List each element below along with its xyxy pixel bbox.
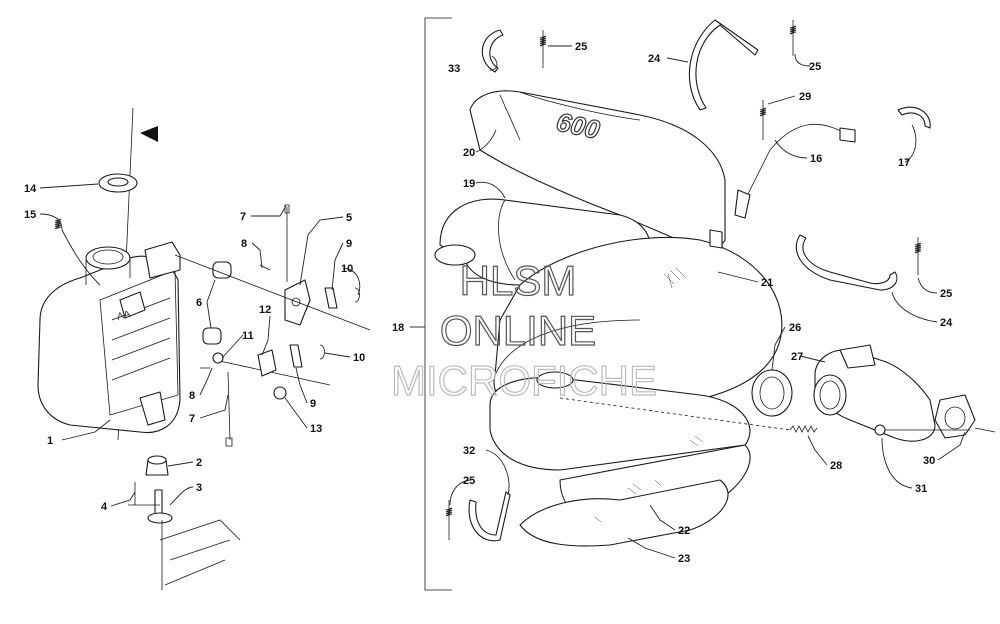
pipe-section-upper bbox=[469, 90, 726, 249]
callout-26: 26 bbox=[789, 322, 801, 334]
callout-7a: 7 bbox=[240, 211, 246, 223]
callout-24a: 24 bbox=[648, 53, 661, 65]
callout-20: 20 bbox=[463, 147, 475, 159]
callout-13: 13 bbox=[310, 423, 322, 435]
callout-25c: 25 bbox=[940, 288, 952, 300]
callout-9a: 9 bbox=[346, 238, 352, 250]
callout-9b: 9 bbox=[310, 398, 316, 410]
callout-16: 16 bbox=[810, 153, 822, 165]
heat-shield-23 bbox=[519, 479, 729, 547]
callout-17: 17 bbox=[898, 157, 910, 169]
callout-25a: 25 bbox=[575, 41, 587, 53]
callout-23: 23 bbox=[678, 553, 690, 565]
callout-15: 15 bbox=[24, 209, 36, 221]
callout-30: 30 bbox=[923, 455, 935, 467]
callout-32: 32 bbox=[463, 445, 475, 457]
callout-10b: 10 bbox=[353, 352, 365, 364]
callout-29: 29 bbox=[799, 91, 811, 103]
watermark-line-2: ONLINE bbox=[440, 307, 596, 354]
muffler-group: AA bbox=[37, 107, 371, 590]
muffler-body bbox=[37, 255, 181, 434]
leader-lines bbox=[39, 45, 966, 559]
callout-8b: 8 bbox=[189, 390, 195, 402]
callout-6: 6 bbox=[196, 297, 202, 309]
callout-3: 3 bbox=[196, 482, 202, 494]
watermark-line-3: MICROFICHE bbox=[391, 357, 657, 404]
callout-33: 33 bbox=[448, 63, 460, 75]
callout-24b: 24 bbox=[940, 317, 953, 329]
watermark: HLSM ONLINE MICROFICHE bbox=[390, 256, 657, 404]
pipe-section-lower bbox=[489, 376, 751, 471]
callout-5: 5 bbox=[346, 212, 352, 224]
callout-14: 14 bbox=[24, 183, 37, 195]
callout-12: 12 bbox=[259, 304, 271, 316]
svg-text:AA: AA bbox=[116, 309, 132, 323]
callout-4: 4 bbox=[101, 501, 108, 513]
callout-31: 31 bbox=[915, 483, 927, 495]
callout-2: 2 bbox=[196, 457, 202, 469]
direction-arrow-icon bbox=[140, 126, 158, 142]
callout-labels: 1 2 3 4 5 6 7 7 8 8 9 9 10 10 11 12 13 1… bbox=[24, 41, 953, 565]
callout-25d: 25 bbox=[463, 475, 475, 487]
callout-25b: 25 bbox=[809, 61, 821, 73]
callout-11: 11 bbox=[242, 330, 254, 342]
callout-19: 19 bbox=[463, 178, 475, 190]
callout-10a: 10 bbox=[341, 263, 353, 275]
callout-18: 18 bbox=[392, 322, 404, 334]
watermark-line-1: HLSM bbox=[460, 257, 577, 304]
callout-7b: 7 bbox=[189, 413, 195, 425]
pipe-group: 600 bbox=[424, 17, 996, 591]
callout-22: 22 bbox=[678, 525, 690, 537]
callout-1: 1 bbox=[47, 435, 53, 447]
callout-8a: 8 bbox=[241, 238, 247, 250]
callout-28: 28 bbox=[830, 460, 842, 472]
callout-27: 27 bbox=[791, 351, 803, 363]
callout-21: 21 bbox=[761, 277, 773, 289]
